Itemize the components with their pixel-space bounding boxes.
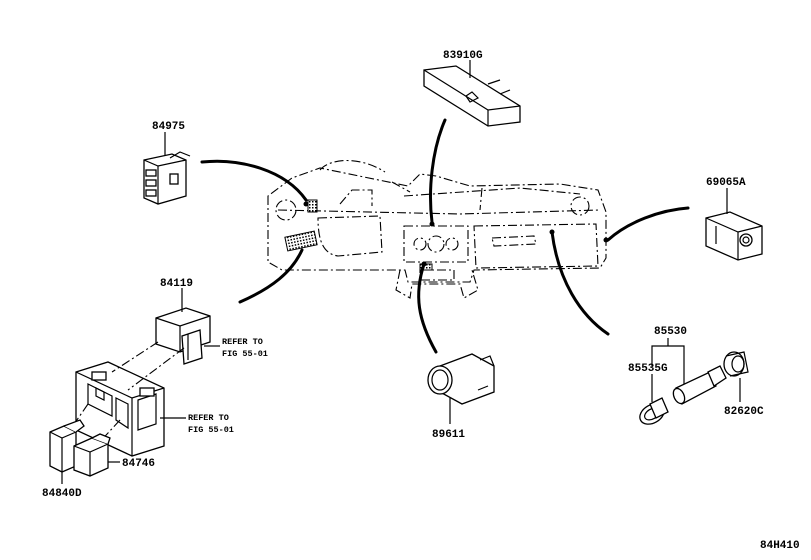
- reference-label-2-fig: FIG 55-01: [188, 425, 234, 435]
- dashboard-outline: [267, 160, 607, 299]
- leader-lines: [200, 118, 690, 354]
- label-83910g: 83910G: [443, 50, 483, 62]
- switch-84119: [155, 307, 211, 365]
- knob-84840d: [49, 419, 85, 473]
- label-89611: 89611: [432, 429, 465, 441]
- push-button-89611: [427, 353, 495, 405]
- lighter-85535g: [639, 397, 669, 425]
- label-84119: 84119: [160, 278, 193, 290]
- label-84746: 84746: [122, 458, 155, 470]
- ring-82620c: [723, 351, 749, 377]
- label-85535g: 85535G: [628, 363, 668, 375]
- illustration-id: 84H410: [760, 540, 800, 552]
- lighter-socket-85530: [672, 365, 727, 405]
- reference-label-1-fig: FIG 55-01: [222, 349, 268, 359]
- switch-bar-83910g: [423, 65, 521, 127]
- label-84840d: 84840D: [42, 488, 82, 500]
- switch-84975: [143, 151, 191, 205]
- label-69065a: 69065A: [706, 177, 746, 189]
- socket-69065a: [705, 211, 763, 261]
- label-84975: 84975: [152, 121, 185, 133]
- label-85530: 85530: [654, 326, 687, 338]
- reference-label-1: REFER TO: [222, 337, 263, 347]
- knob-84746: [73, 433, 111, 477]
- label-82620c: 82620C: [724, 406, 764, 418]
- reference-label-2: REFER TO: [188, 413, 229, 423]
